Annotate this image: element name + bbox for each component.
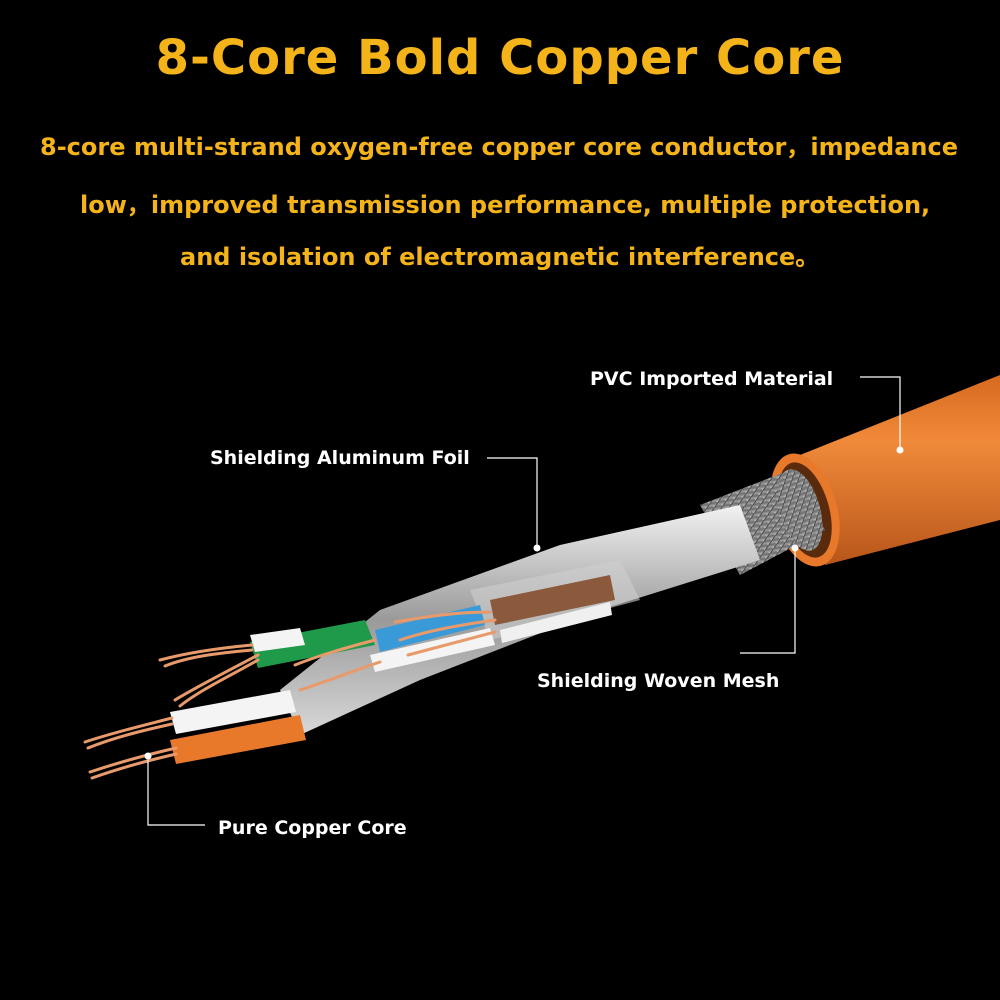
callout-aluminum-foil: Shielding Aluminum Foil bbox=[210, 447, 470, 469]
callout-woven-mesh: Shielding Woven Mesh bbox=[537, 670, 780, 692]
wire-white bbox=[170, 690, 296, 734]
description-line-1: 8-core multi-strand oxygen-free copper c… bbox=[40, 133, 959, 161]
page-title: 8-Core Bold Copper Core bbox=[155, 30, 845, 86]
shielding-aluminum-foil bbox=[280, 505, 760, 735]
wire-green bbox=[250, 620, 375, 668]
callout-dots bbox=[144, 446, 904, 760]
wire-brown bbox=[490, 575, 615, 643]
callout-leader-lines bbox=[147, 376, 901, 826]
description-line-2: low，improved transmission performance, m… bbox=[80, 191, 931, 219]
wire-orange bbox=[170, 715, 306, 764]
callout-copper-core: Pure Copper Core bbox=[218, 817, 407, 839]
pure-copper-strands bbox=[83, 610, 497, 780]
callout-pvc-material: PVC Imported Material bbox=[590, 368, 834, 390]
description-line-3: and isolation of electromagnetic interfe… bbox=[180, 243, 820, 271]
